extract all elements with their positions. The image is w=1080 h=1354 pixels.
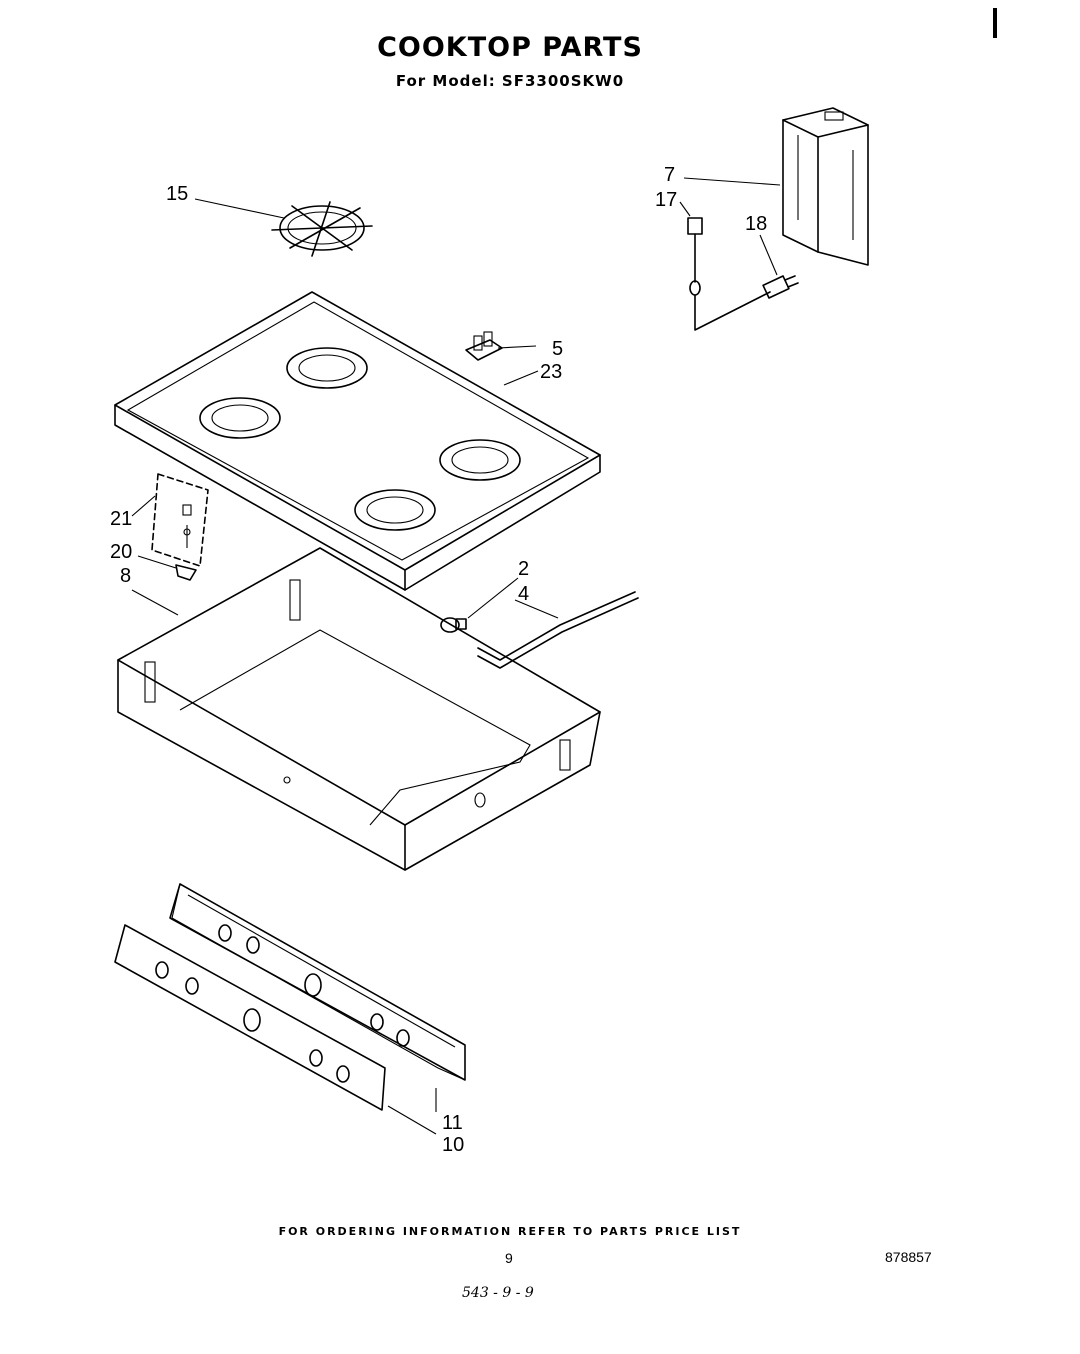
plate-part-21 xyxy=(151,473,209,567)
callout-10: 10 xyxy=(442,1134,464,1156)
callout-4: 4 xyxy=(518,583,529,605)
burner-grate-part-15 xyxy=(271,201,373,257)
callout-21: 21 xyxy=(110,508,132,530)
callout-18: 18 xyxy=(745,213,767,235)
callout-5: 5 xyxy=(552,338,563,360)
page-title: COOKTOP PARTS xyxy=(377,32,643,63)
document-number: 878857 xyxy=(885,1249,932,1265)
burner-box-part-8 xyxy=(117,547,601,871)
callout-17: 17 xyxy=(655,189,677,211)
callout-23: 23 xyxy=(540,361,562,383)
handwritten-note: 543 - 9 - 9 xyxy=(462,1285,534,1301)
valve-part-20 xyxy=(175,564,197,581)
page-number: 9 xyxy=(505,1250,513,1266)
callout-7: 7 xyxy=(664,164,675,186)
switch-part-17 xyxy=(687,217,771,331)
leader-lines xyxy=(131,177,781,1135)
control-panel-part-11 xyxy=(169,883,466,1081)
callout-11: 11 xyxy=(442,1112,463,1134)
callout-20: 20 xyxy=(110,541,132,563)
model-subtitle: For Model: SF3300SKW0 xyxy=(395,72,625,90)
clip-part-5 xyxy=(465,331,503,361)
cooktop-part-23 xyxy=(114,291,601,591)
control-panel-part-10 xyxy=(114,924,386,1111)
orifice-part-2 xyxy=(440,617,467,633)
tube-part-4 xyxy=(477,591,639,669)
ordering-info-footer: FOR ORDERING INFORMATION REFER TO PARTS … xyxy=(278,1225,742,1238)
corner-mark xyxy=(993,8,997,38)
bracket-part-7 xyxy=(782,107,869,266)
callout-15: 15 xyxy=(166,183,188,205)
callout-8: 8 xyxy=(120,565,131,587)
callout-2: 2 xyxy=(518,558,529,580)
plug-part-18 xyxy=(762,275,799,299)
